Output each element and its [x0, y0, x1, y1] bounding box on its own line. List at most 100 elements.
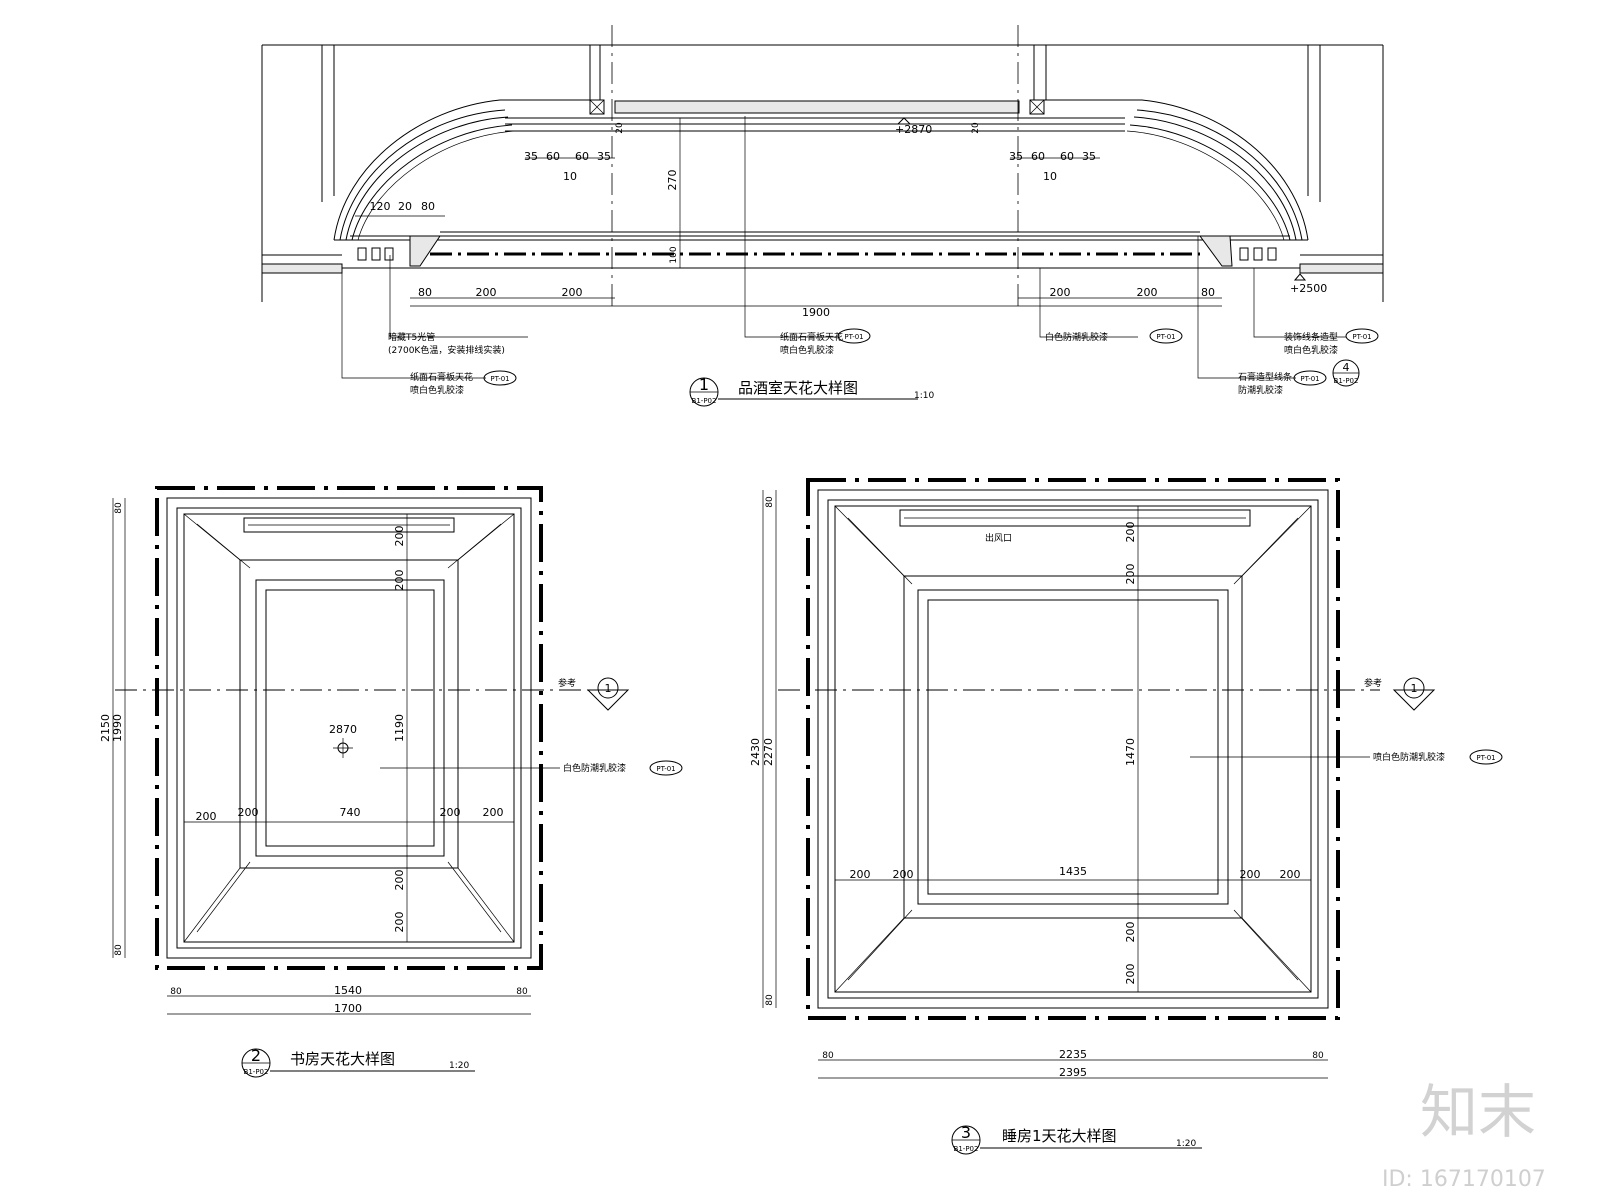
dim-10-l: 10	[563, 170, 577, 183]
note-line-right-2: 喷白色乳胶漆	[1284, 344, 1338, 356]
dim2-200-h2: 200	[238, 806, 259, 819]
section-2-number: 2	[251, 1046, 261, 1065]
dim-80-top: 80	[421, 200, 435, 213]
dim3-200-h2: 200	[893, 868, 914, 881]
dim-20-top: 20	[398, 200, 412, 213]
dim3-200-v3: 200	[1124, 922, 1137, 943]
note-line-right: 装饰线条造型	[1284, 331, 1338, 343]
dim2-200-v3: 200	[393, 870, 406, 891]
dim-120: 120	[370, 200, 391, 213]
dim-60-l1: 60	[546, 150, 560, 163]
section-1-scale: 1:10	[914, 391, 934, 401]
dim-200-br2: 200	[1137, 286, 1158, 299]
section-3-number: 3	[961, 1123, 971, 1142]
dim3-200-v4: 200	[1124, 964, 1137, 985]
dim2-200-v2: 200	[393, 570, 406, 591]
dim-80-bl: 80	[418, 286, 432, 299]
note-light: 暗藏T5光管	[388, 331, 435, 343]
watermark: 知末 ID: 167170107	[1382, 1078, 1546, 1192]
dim2-80-r: 80	[516, 987, 528, 997]
dim3-200-h3: 200	[1240, 868, 1261, 881]
section-3-ref: 1	[1411, 682, 1418, 695]
section-2-ref-label: 参考	[558, 677, 576, 689]
dim-35-l2: 35	[597, 150, 611, 163]
watermark-logo: 知末	[1420, 1078, 1536, 1146]
dim2-80-top: 80	[114, 502, 124, 514]
tag-pt01-c: PT-01	[1156, 333, 1175, 341]
section-3-sheet: B1-P02	[954, 1145, 979, 1153]
dim2-1700: 1700	[334, 1002, 362, 1015]
level-top: +2870	[895, 123, 932, 136]
note-gypsum-right-2: 防潮乳胶漆	[1238, 384, 1283, 396]
dim2-80-l: 80	[170, 987, 182, 997]
dim-1900: 1900	[802, 306, 830, 319]
detail-sheet: B1-P02	[1334, 377, 1359, 385]
section-1-title: 品酒室天花大样图	[738, 379, 858, 397]
dim-60-l2: 60	[575, 150, 589, 163]
section-3-tag: PT-01	[1476, 754, 1495, 762]
section-3-note: 喷白色防潮乳胶漆	[1373, 751, 1445, 763]
dim-60-r2: 60	[1060, 150, 1074, 163]
note-gypsum-left: 纸面石膏板天花	[410, 371, 473, 383]
dim3-1435: 1435	[1059, 865, 1087, 878]
height-2870: 2870	[329, 723, 357, 736]
dim-80-br: 80	[1201, 286, 1215, 299]
vent-label: 出风口	[985, 532, 1012, 544]
dim2-200-h4: 200	[483, 806, 504, 819]
section-2-ref: 1	[605, 682, 612, 695]
dim2-1990: 1990	[111, 714, 124, 742]
dim-60-r1: 60	[1031, 150, 1045, 163]
tag-pt01-a: PT-01	[490, 375, 509, 383]
dim-20-l: 20	[615, 122, 625, 134]
dim3-80-bot: 80	[765, 994, 775, 1006]
level-bottom: +2500	[1290, 282, 1327, 295]
dim3-1470: 1470	[1124, 738, 1137, 766]
dim3-200-v1: 200	[1124, 522, 1137, 543]
note-gypsum-left-2: 喷白色乳胶漆	[410, 384, 464, 396]
dim-35-l1: 35	[524, 150, 538, 163]
section-1-sheet: B1-P02	[692, 397, 717, 405]
section-2-plan: 1 参考 2870 白色防潮乳胶漆 PT-01 200 200 1190 200…	[99, 486, 683, 1078]
note-gypsum-right: 石膏造型线条	[1238, 371, 1292, 383]
dim3-200-h1: 200	[850, 868, 871, 881]
dim3-2395: 2395	[1059, 1066, 1087, 1079]
dim-200-bl2: 200	[562, 286, 583, 299]
dim2-1190: 1190	[393, 714, 406, 742]
section-2-note: 白色防潮乳胶漆	[563, 762, 626, 774]
dim3-2235: 2235	[1059, 1048, 1087, 1061]
note-light-spec: (2700K色温，安装排线实装)	[388, 344, 505, 356]
note-gypsum-center: 纸面石膏板天花	[780, 331, 843, 343]
tag-pt01-b: PT-01	[844, 333, 863, 341]
dim-35-r2: 35	[1082, 150, 1096, 163]
dim-200-br1: 200	[1050, 286, 1071, 299]
tag-pt01-d: PT-01	[1300, 375, 1319, 383]
note-white-paint: 白色防潮乳胶漆	[1045, 331, 1108, 343]
dim-100: 100	[669, 246, 679, 263]
watermark-id: ID: 167170107	[1382, 1167, 1546, 1192]
dim3-80-l: 80	[822, 1051, 834, 1061]
section-2-scale: 1:20	[449, 1061, 469, 1071]
section-2-sheet: B1-P02	[244, 1068, 269, 1076]
section-2-tag: PT-01	[656, 765, 675, 773]
section-3-title: 睡房1天花大样图	[1002, 1127, 1117, 1145]
dim-20-r: 20	[971, 122, 981, 134]
dim-200-bl1: 200	[476, 286, 497, 299]
dim2-200-v1: 200	[393, 526, 406, 547]
dim3-200-v2: 200	[1124, 564, 1137, 585]
section-3-scale: 1:20	[1176, 1139, 1196, 1149]
section-3-plan: 出风口 1 参考 喷白色防潮乳胶漆 PT-01 200 200 1470 200…	[749, 478, 1503, 1155]
dim-35-r1: 35	[1009, 150, 1023, 163]
tag-pt01-e: PT-01	[1352, 333, 1371, 341]
dim2-200-h1: 200	[196, 810, 217, 823]
section-1-elevation: 270 100 35 60 60 35 10 20 35 60 60 35 10…	[261, 25, 1384, 407]
detail-num-4: 4	[1343, 361, 1350, 374]
dim2-1540: 1540	[334, 984, 362, 997]
dim2-200-h3: 200	[440, 806, 461, 819]
dim2-200-v4: 200	[393, 912, 406, 933]
dim-270: 270	[666, 170, 679, 191]
dim3-2430: 2430	[749, 738, 762, 766]
dim2-2150: 2150	[99, 714, 112, 742]
section-2-title: 书房天花大样图	[290, 1050, 395, 1068]
dim2-740: 740	[340, 806, 361, 819]
